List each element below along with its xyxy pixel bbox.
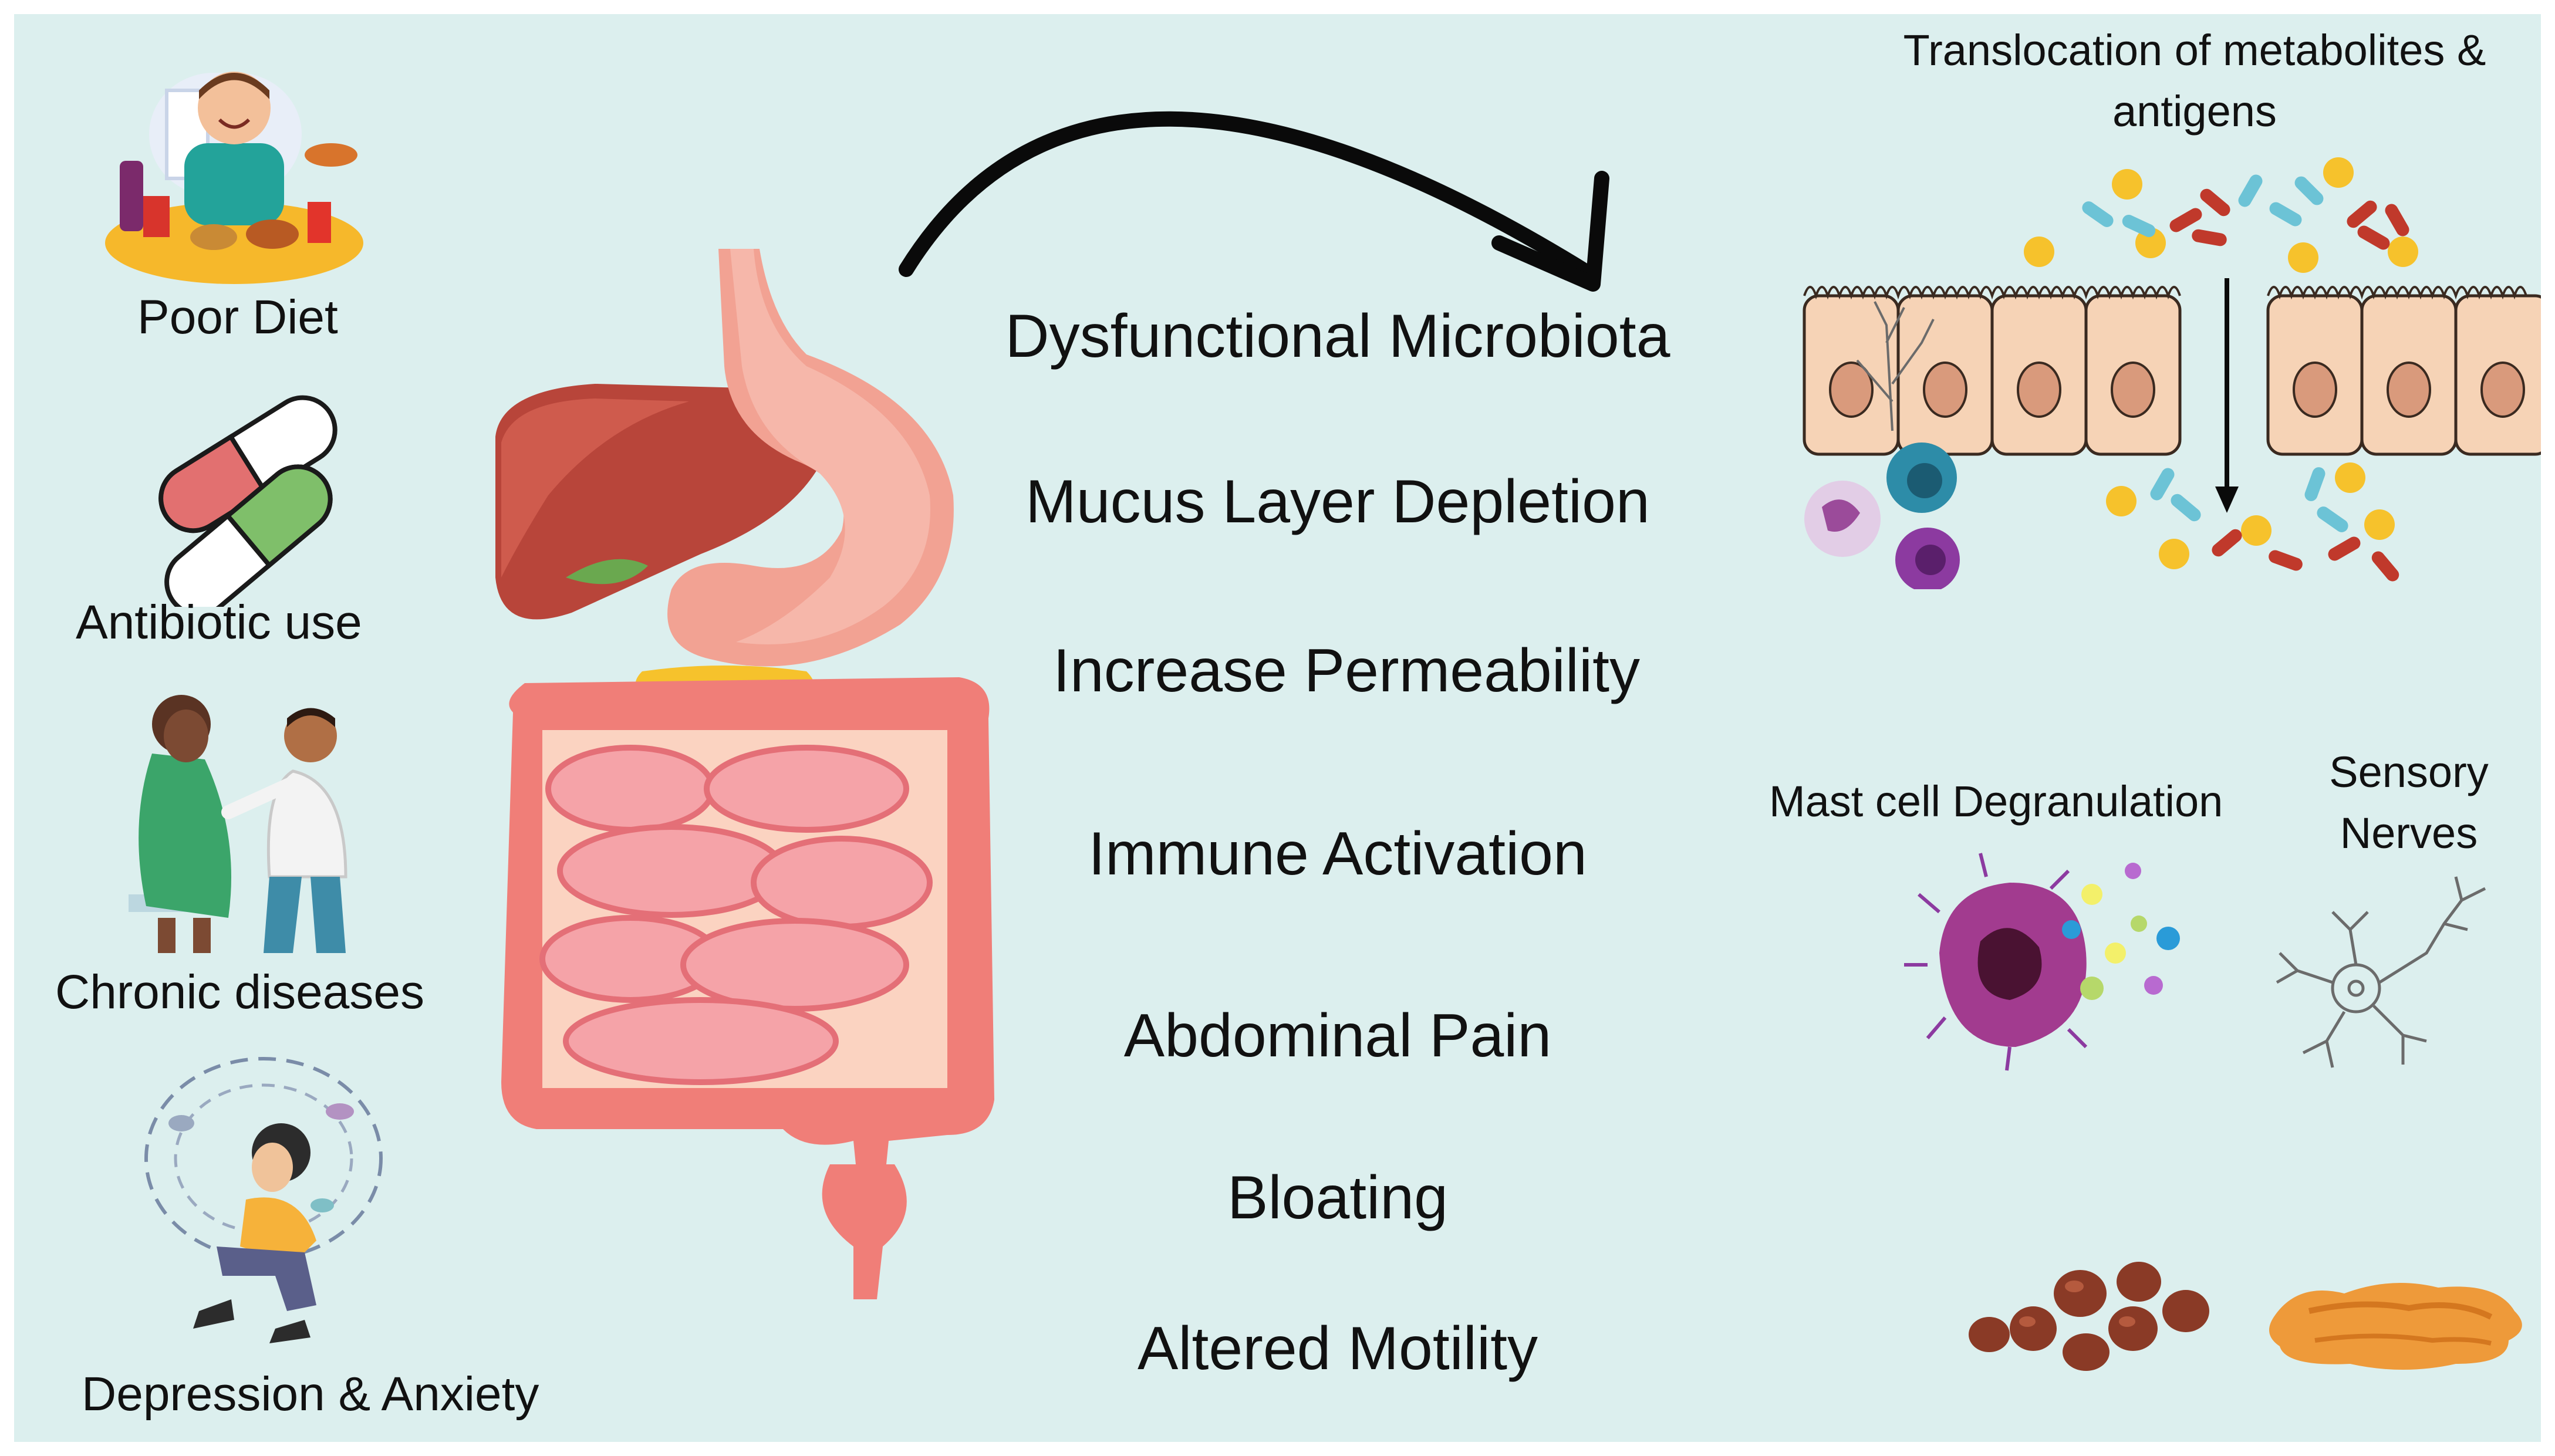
cause-label-chronic-diseases: Chronic diseases bbox=[55, 965, 424, 1019]
stool-pellets-icon bbox=[1969, 1262, 2209, 1371]
loose-stool-icon bbox=[2269, 1283, 2522, 1370]
cause-label-antibiotic-use: Antibiotic use bbox=[76, 596, 362, 649]
effect-altered-motility: Altered Motility bbox=[1138, 1315, 1538, 1383]
cause-label-poor-diet: Poor Diet bbox=[137, 290, 338, 344]
sensory-neuron-icon bbox=[2276, 876, 2486, 1068]
effect-immune-activation: Immune Activation bbox=[1088, 820, 1587, 888]
gut-epithelium-icon bbox=[1803, 157, 2541, 589]
digestive-system-icon bbox=[495, 249, 994, 1299]
effect-bloating: Bloating bbox=[1227, 1164, 1448, 1232]
capsule-pills-icon bbox=[158, 395, 337, 607]
anxious-person-icon bbox=[144, 1057, 383, 1343]
cause-label-depression-anxiety: Depression & Anxiety bbox=[82, 1367, 539, 1421]
person-eating-junk-food-icon bbox=[105, 72, 363, 284]
label-mast-cell-degranulation: Mast cell Degranulation bbox=[1769, 777, 2223, 826]
doctor-patient-icon bbox=[129, 695, 347, 953]
effect-mucus-layer-depletion: Mucus Layer Depletion bbox=[1025, 468, 1650, 536]
label-sensory-nerves: Sensory Nerves bbox=[2329, 748, 2489, 857]
effect-abdominal-pain: Abdominal Pain bbox=[1123, 1002, 1552, 1070]
curved-arrow-icon bbox=[899, 111, 1609, 292]
label-translocation: Translocation of metabolites & antigens bbox=[1903, 26, 2486, 136]
effect-dysfunctional-microbiota: Dysfunctional Microbiota bbox=[1005, 302, 1670, 370]
mast-cell-icon bbox=[1904, 853, 2180, 1071]
effect-increase-permeability: Increase Permeability bbox=[1053, 637, 1640, 705]
diagram-panel: Poor Diet Antibiotic use Chronic disease… bbox=[14, 14, 2541, 1442]
